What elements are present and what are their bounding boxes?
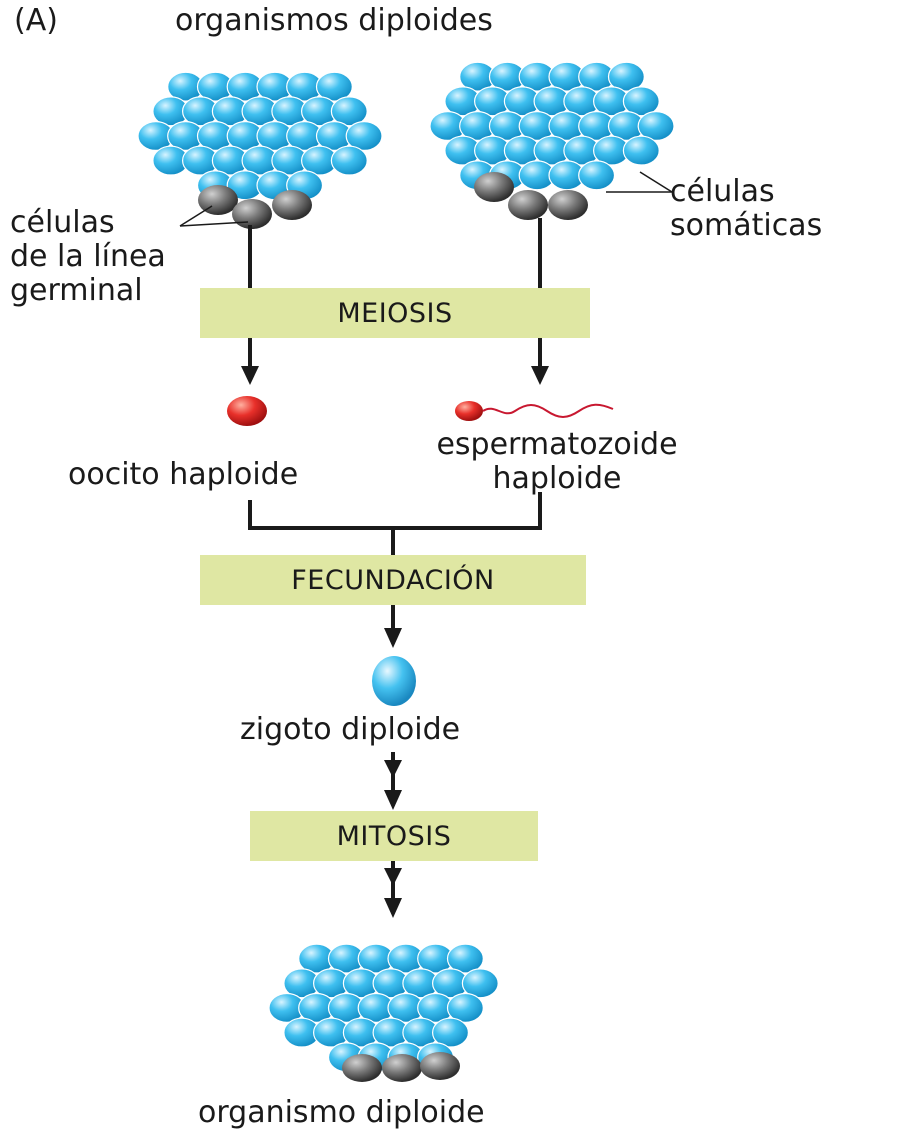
sperm-label-line-2: haploide	[392, 462, 722, 496]
germline-label-line-1: células	[10, 206, 166, 240]
sperm-cell	[455, 401, 613, 421]
diploid-organism-left-cells	[138, 72, 382, 199]
somatic-cell	[331, 146, 367, 175]
somatic-cells-label: células somáticas	[670, 175, 822, 243]
somatic-cell	[623, 136, 659, 165]
final-organism-label: organismo diploide	[198, 1096, 485, 1130]
sperm-label-line-1: espermatozoide	[392, 428, 722, 462]
somatic-label-line-2: somáticas	[670, 209, 822, 243]
germline-cells-bottom	[342, 1052, 460, 1082]
diagram-title: organismos diploides	[175, 4, 493, 38]
zygote-label: zigoto diploide	[240, 713, 460, 747]
somatic-leader-lines	[606, 172, 672, 192]
sperm-label: espermatozoide haploide	[392, 428, 722, 496]
mitosis-box: MITOSIS	[250, 811, 538, 861]
somatic-cell	[579, 161, 615, 190]
panel-label: (A)	[14, 4, 58, 38]
germline-cells-label: células de la línea germinal	[10, 206, 166, 308]
oocyte-label: oocito haploide	[68, 458, 298, 492]
germline-label-line-3: germinal	[10, 274, 166, 308]
somatic-label-line-1: células	[670, 175, 822, 209]
fertilization-box: FECUNDACIÓN	[200, 555, 586, 605]
diploid-organism-bottom-cells	[269, 944, 498, 1072]
zygote-cell	[372, 656, 416, 706]
oocyte-cell	[227, 396, 267, 426]
meiosis-box: MEIOSIS	[200, 288, 590, 338]
diploid-organism-right-cells	[430, 62, 674, 189]
germline-label-line-2: de la línea	[10, 240, 166, 274]
